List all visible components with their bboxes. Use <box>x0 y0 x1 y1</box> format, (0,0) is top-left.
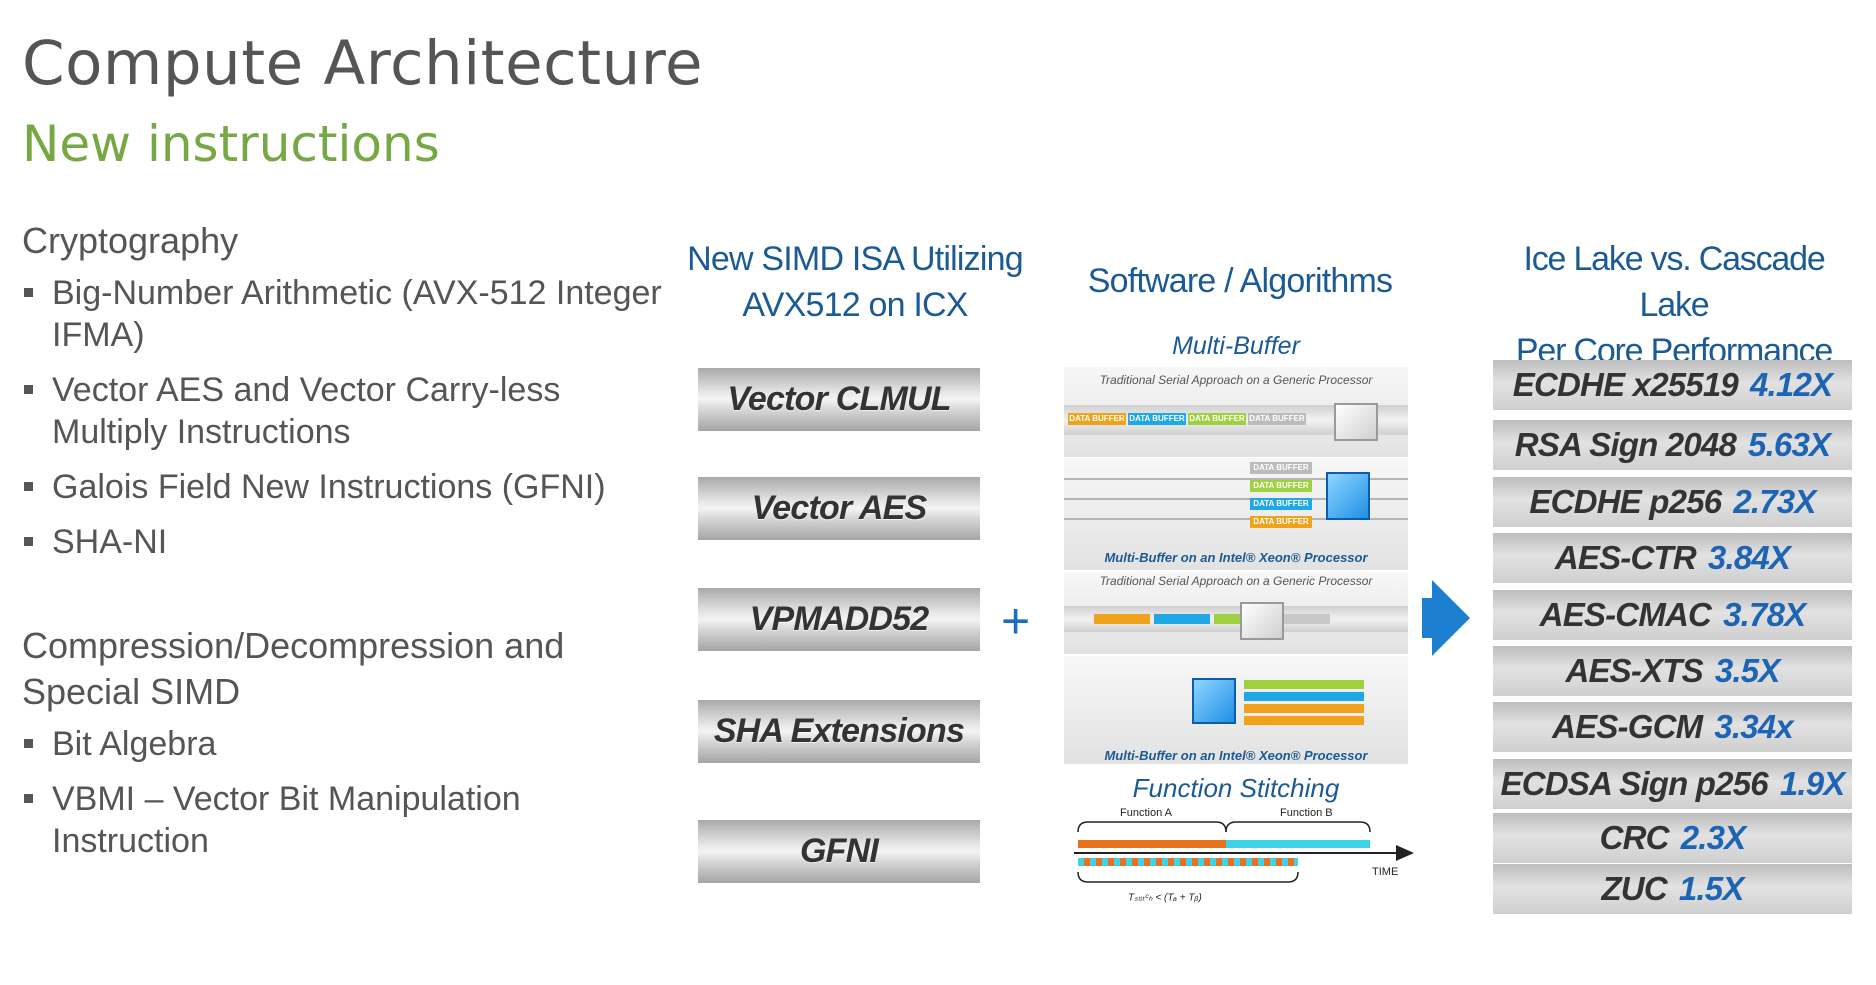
isa-heading: New SIMD ISA Utilizing AVX512 on ICX <box>687 240 1024 324</box>
processor-chip-icon <box>1240 602 1284 640</box>
list-item: Bit Algebra <box>22 723 662 765</box>
function-a-label: Function A <box>1120 808 1173 819</box>
serial-approach-diagram: Traditional Serial Approach on a Generic… <box>1064 367 1408 457</box>
multi-buffer-label: Multi-Buffer <box>1172 332 1300 360</box>
page-title: Compute Architecture <box>22 28 703 99</box>
bullet-square-icon <box>24 288 33 297</box>
crypto-heading: Cryptography <box>22 220 239 261</box>
function-stitching-label: Function Stitching <box>1132 773 1340 803</box>
compression-heading: Compression/Decompression and Special SI… <box>22 625 565 712</box>
list-item: SHA-NI <box>22 521 662 563</box>
arrow-right-icon <box>1432 580 1470 656</box>
isa-item: Vector AES <box>698 477 980 540</box>
data-buffer: DATA BUFFER <box>1250 498 1312 510</box>
page-subtitle: New instructions <box>22 115 440 173</box>
processor-chip-icon <box>1326 472 1370 520</box>
processor-chip-icon <box>1192 678 1236 724</box>
data-buffer: DATA BUFFER <box>1128 413 1186 425</box>
data-buffer: DATA BUFFER <box>1248 413 1306 425</box>
bullet-square-icon <box>24 739 33 748</box>
isa-item: Vector CLMUL <box>698 368 980 431</box>
time-label: TIME <box>1372 866 1398 878</box>
bullet-square-icon <box>24 385 33 394</box>
compression-list: Bit Algebra VBMI – Vector Bit Manipulati… <box>22 723 662 862</box>
list-item: Galois Field New Instructions (GFNI) <box>22 466 662 508</box>
function-stitching-diagram: Function A Function B TIME Tₛₜᵢₜᶜₕ < (Tₐ… <box>1074 808 1414 903</box>
stitch-formula: Tₛₜᵢₜᶜₕ < (Tₐ + Tᵦ) <box>1128 892 1202 903</box>
serial-approach-diagram-2: Traditional Serial Approach on a Generic… <box>1064 572 1408 654</box>
crypto-list: Big-Number Arithmetic (AVX-512 Integer I… <box>22 272 662 563</box>
processor-chip-icon <box>1334 403 1378 441</box>
time-arrow-icon <box>1396 845 1414 861</box>
bullet-square-icon <box>24 794 33 803</box>
multi-buffer-diagram: DATA BUFFER DATA BUFFER DATA BUFFER DATA… <box>1064 458 1408 570</box>
data-buffer: DATA BUFFER <box>1250 516 1312 528</box>
data-buffer: DATA BUFFER <box>1188 413 1246 425</box>
list-item: Big-Number Arithmetic (AVX-512 Integer I… <box>22 272 662 356</box>
performance-heading: Ice Lake vs. Cascade Lake Per Core Perfo… <box>1515 240 1833 370</box>
data-buffer: DATA BUFFER <box>1250 462 1312 474</box>
plus-icon: + <box>1001 593 1031 649</box>
bullet-square-icon <box>24 537 33 546</box>
algorithms-heading: Software / Algorithms <box>1087 262 1393 300</box>
list-item: Vector AES and Vector Carry-less Multipl… <box>22 369 662 453</box>
isa-item: VPMADD52 <box>698 588 980 651</box>
data-buffer: DATA BUFFER <box>1250 480 1312 492</box>
feature-list: Cryptography Big-Number Arithmetic (AVX-… <box>22 218 662 875</box>
list-item: VBMI – Vector Bit Manipulation Instructi… <box>22 778 662 862</box>
isa-item: GFNI <box>698 820 980 883</box>
function-b-label: Function B <box>1280 808 1333 819</box>
multi-buffer-diagram-2: Multi-Buffer on an Intel® Xeon® Processo… <box>1064 656 1408 764</box>
data-buffer: DATA BUFFER <box>1068 413 1126 425</box>
bullet-square-icon <box>24 482 33 491</box>
isa-item: SHA Extensions <box>698 700 980 763</box>
